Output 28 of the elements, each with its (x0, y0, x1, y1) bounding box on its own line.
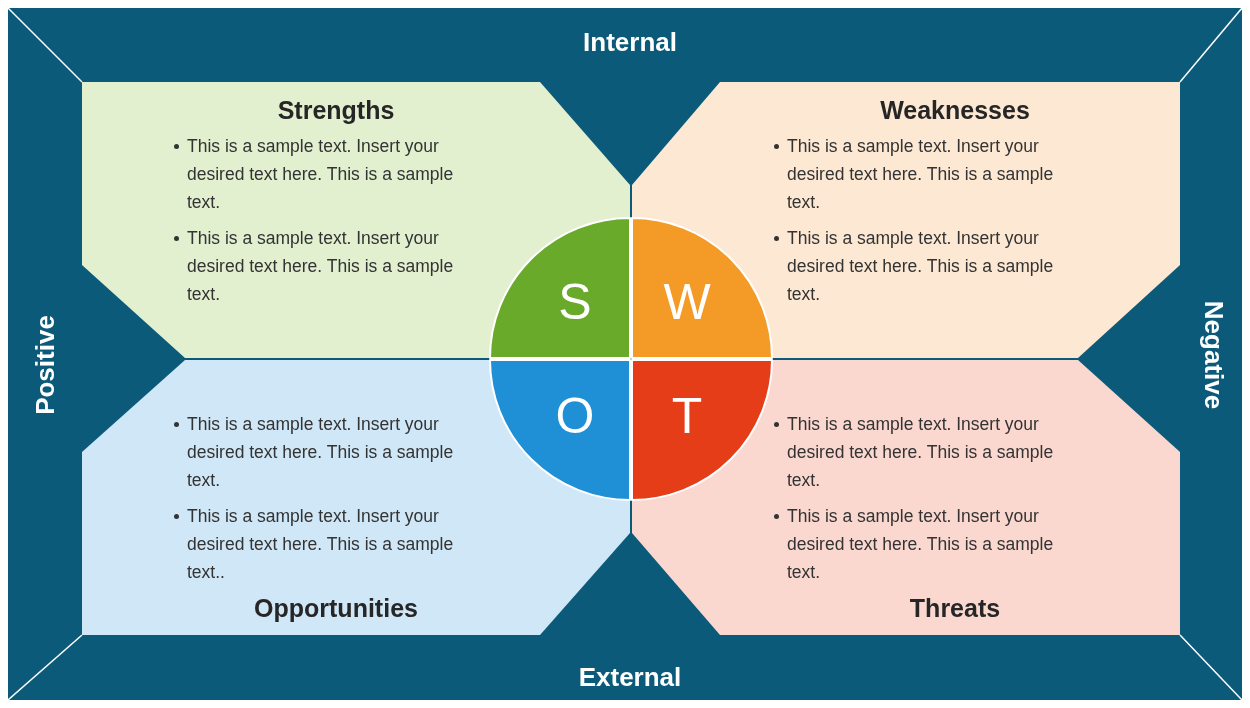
quadrant-panel (82, 82, 630, 358)
quadrant-sector (632, 218, 772, 358)
bullet-text: This is a sample text. Insert your desired text here. This is a sample text. (187, 135, 455, 214)
sector-letter: W (663, 277, 711, 327)
sector-letter: S (558, 277, 592, 327)
bullet-text: This is a sample text. Insert your desired text here. This is a sample text. (787, 413, 1055, 492)
sector-letter: T (671, 391, 703, 441)
bullet-text: This is a sample text. Insert your desired text here. This is a sample text. (787, 227, 1055, 306)
panel-heading: Opportunities (254, 593, 418, 622)
quadrant-sector (632, 360, 772, 500)
axis-label: Positive (28, 315, 61, 415)
quadrant-panel (82, 360, 630, 635)
panel-heading: Weaknesses (880, 96, 1030, 124)
bullet-text: This is a sample text. Insert your desired text here. This is a sample text. (187, 227, 455, 306)
quadrant-sector (490, 360, 630, 500)
bullet-text: This is a sample text. Insert your desired text here. This is a sample text.. (187, 505, 455, 584)
sector-letter: O (555, 391, 595, 441)
panel-heading: Threats (909, 593, 1001, 622)
bullet-text: This is a sample text. Insert your desired text here. This is a sample text. (787, 135, 1055, 214)
axis-label: Internal (583, 25, 677, 59)
quadrant-panel (632, 82, 1180, 358)
axis-label: Negative (1197, 300, 1230, 410)
panel-heading: Strengths (277, 96, 395, 124)
quadrant-panel (632, 360, 1180, 635)
quadrant-sector (490, 218, 630, 358)
bullet-text: This is a sample text. Insert your desired text here. This is a sample text. (787, 505, 1055, 584)
bullet-text: This is a sample text. Insert your desired text here. This is a sample text. (187, 413, 455, 492)
axis-label: External (578, 660, 682, 694)
